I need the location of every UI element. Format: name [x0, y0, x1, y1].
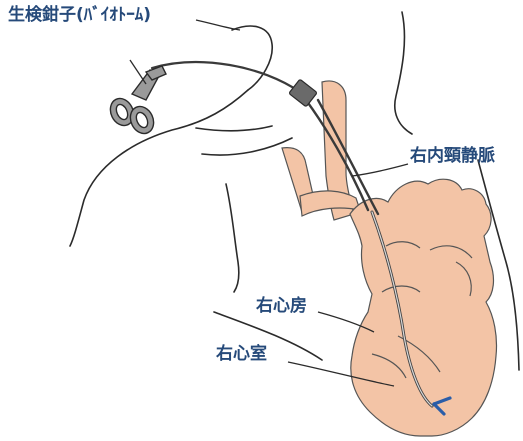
forceps-handle: [106, 66, 166, 137]
right-atrium-label: 右心房: [256, 298, 307, 315]
right-ventricle-label: 右心室: [216, 346, 267, 363]
internal-jugular-vein-label: 右内頸静脈: [410, 148, 495, 165]
forceps-label: 生検鉗子(ﾊﾞｲｵﾄｰﾑ): [8, 7, 151, 24]
sheath-hub: [289, 79, 317, 107]
jugular-vein: [282, 81, 360, 220]
